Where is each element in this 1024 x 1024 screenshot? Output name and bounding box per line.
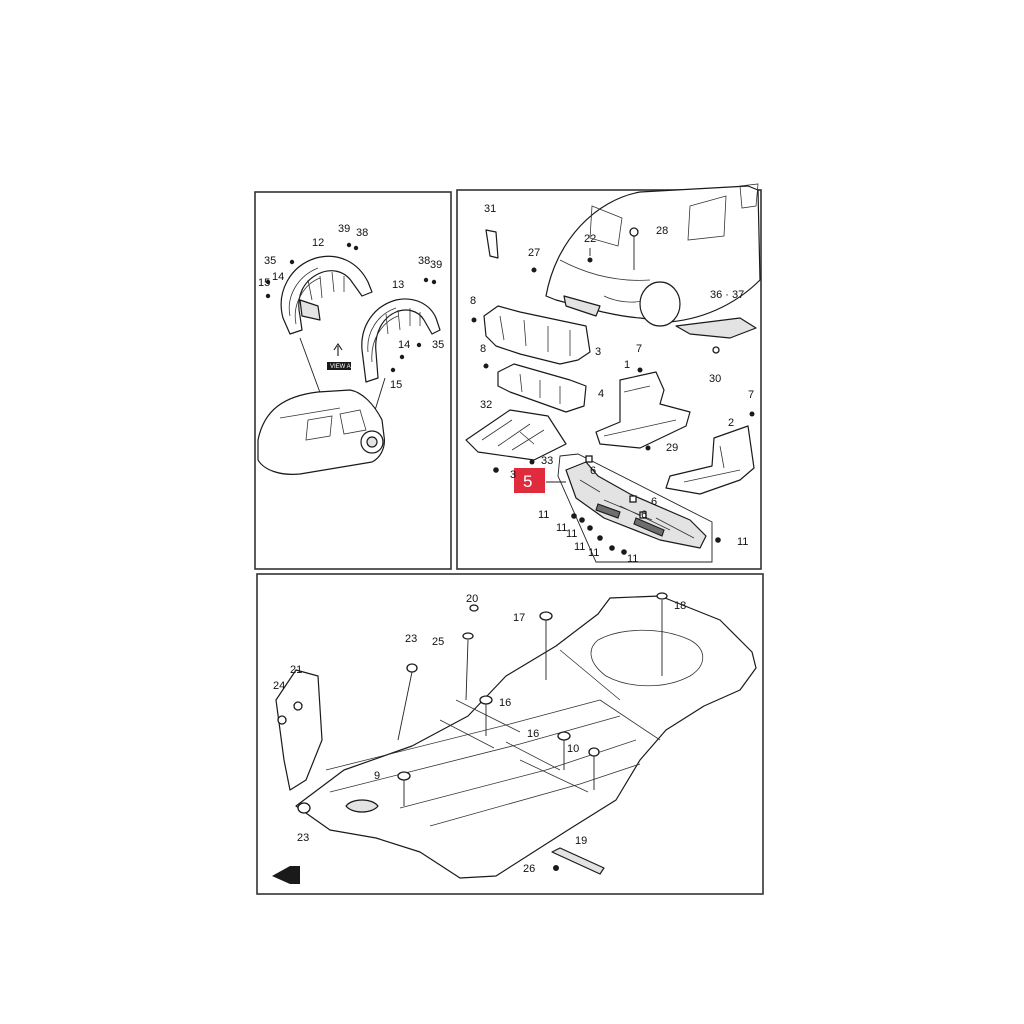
front-wheelhouse-liner-part-12 [280,255,373,335]
callout-label: 28 [656,225,668,237]
callout-label: 29 [666,442,678,454]
highlight-label: 5 [523,472,532,491]
callout-label: 3 [510,469,516,481]
callout-label: 7 [748,389,754,401]
callout-label: 33 [541,455,553,467]
callout-label: 15 [390,379,402,391]
callout-label: 27 [528,247,540,259]
fasteners-top-left [265,242,437,373]
callout-label: 20 [466,593,478,605]
callout-label: 6 [641,509,647,521]
front-arrow-bottom [272,866,300,884]
callout-label: 16 [527,728,539,740]
view-a-indicator: VIEW A [327,343,351,370]
callout-label: 7 [636,343,642,355]
callout-label: 6 [651,496,657,508]
callout-label: 22 [584,233,596,245]
callout-label: 14 [398,339,410,351]
callouts-top-left: 39 38 12 35 14 15 38 39 13 14 35 15 [258,223,444,391]
callout-label: 31 [484,203,496,215]
lower-member-part-4 [497,363,587,413]
callout-label: 13 [392,279,404,291]
floor-strip-part-19 [551,847,605,875]
callout-label: 35 [264,255,276,267]
callout-label: 11 [566,528,577,540]
engine-under-cover-part-32 [465,409,567,461]
front-bumper-bracket-part-3 [483,305,591,365]
callout-label: 32 [480,399,492,411]
callout-label: 8 [470,295,476,307]
callout-label: 12 [312,237,324,249]
callout-label: 16 [499,697,511,709]
vehicle-front [545,183,761,327]
callout-label: 39 [338,223,350,235]
callout-label: 10 [567,743,579,755]
callout-label: 18 [674,600,686,612]
callout-label: 1 [624,359,630,371]
panel-floor: 20 17 18 23 25 21 24 16 16 10 9 23 19 26 [256,573,764,895]
callout-label: 6 [590,465,596,477]
callout-label: 11 [588,547,599,559]
side-under-cover-part-2 [665,425,755,495]
callouts-bottom: 20 17 18 23 25 21 24 16 16 10 9 23 19 26 [273,593,686,875]
callout-label: 30 [709,373,721,385]
callout-label: 11 [737,536,748,548]
callout-label: 11 [627,553,638,565]
callout-label: 24 [273,680,285,692]
callout-label: 8 [480,343,486,355]
callout-label: 19 [575,835,587,847]
callout-label: 11 [556,522,567,534]
highlight-badge-part-5: 5 [514,468,545,493]
floor-panel [295,595,757,879]
callout-label: 3 [595,346,601,358]
callout-label: 11 [538,509,549,521]
callout-label: 17 [513,612,525,624]
callout-label: 9 [374,770,380,782]
callout-label: 26 [523,863,535,875]
vehicle-outline-small [257,389,385,475]
callout-label: 14 [272,271,284,283]
callout-label: 21 [290,664,302,676]
panel-under-covers: 5 31 27 22 28 8 3 8 36 · 37 7 30 1 4 32 … [456,183,762,570]
rear-cover-part-36-37 [675,317,757,339]
callout-label: 4 [598,388,604,400]
callout-label: 23 [297,832,309,844]
rear-wheelhouse-liner-part-13 [361,298,441,383]
side-under-cover-part-1 [595,371,691,449]
callout-label: 39 [430,259,442,271]
callout-label: 36 · 37 [710,289,744,301]
front-under-spoiler-part-5 [565,461,707,549]
clip-part-31 [485,229,499,259]
callout-label: 38 [418,255,430,267]
view-label: VIEW A [330,364,351,370]
fasteners-part-11 [571,513,721,555]
callout-label: 2 [728,417,734,429]
callout-label: 38 [356,227,368,239]
floor-plugs [297,592,668,814]
callouts-top-right: 31 27 22 28 8 3 8 36 · 37 7 30 1 4 32 7 … [470,203,754,565]
side-pillar-bracket [275,669,323,791]
callout-label: 15 [258,277,270,289]
panel-wheelhouse-liners: VIEW A 39 38 12 35 14 15 38 39 13 14 35 … [254,191,494,570]
callout-label: 23 [405,633,417,645]
callout-label: 25 [432,636,444,648]
callout-label: 11 [574,541,585,553]
callout-label: 35 [432,339,444,351]
